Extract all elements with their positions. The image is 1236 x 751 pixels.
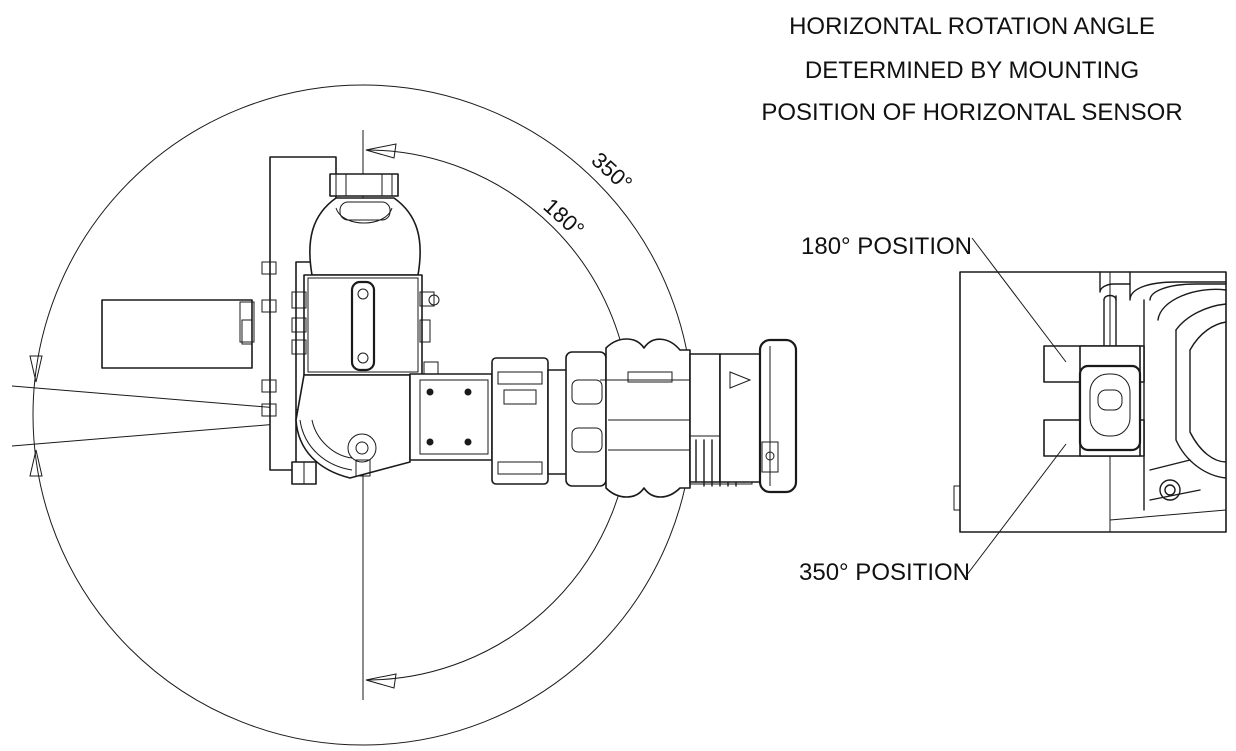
sensor-detail-view: 180° POSITION 350° POSITION (799, 233, 1227, 586)
leader-350 (965, 443, 1067, 577)
top-cap (329, 173, 399, 197)
arrow-180-bottom (365, 673, 397, 689)
leader-180 (971, 237, 1067, 363)
flange-plate (409, 373, 493, 461)
label-180-position: 180° POSITION (801, 233, 972, 260)
heading-line-2: DETERMINED BY MOUNTING (805, 57, 1139, 84)
end-housing (719, 353, 761, 483)
label-350-position: 350° POSITION (799, 559, 970, 586)
heading-line-1: HORIZONTAL ROTATION ANGLE (789, 13, 1155, 40)
heading-line-3: POSITION OF HORIZONTAL SENSOR (761, 99, 1182, 126)
arrow-350-lower (29, 449, 43, 477)
wrist-body (605, 338, 691, 498)
arrow-180-top (365, 143, 397, 159)
angle-label-350: 350° (587, 147, 638, 196)
motor-housing (101, 299, 253, 369)
upper-housing (309, 197, 421, 276)
heading: HORIZONTAL ROTATION ANGLE DETERMINED BY … (761, 13, 1182, 126)
robot-top-view (101, 156, 798, 498)
arrow-350-upper (29, 355, 43, 383)
forearm-ring (491, 357, 549, 485)
end-flange (758, 338, 798, 494)
angle-label-180: 180° (539, 193, 590, 242)
